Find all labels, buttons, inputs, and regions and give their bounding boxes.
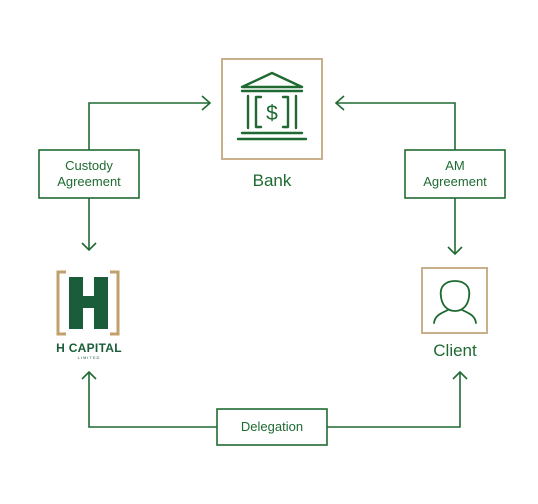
client-label: Client <box>433 341 477 360</box>
h-capital-label: H CAPITAL <box>56 341 122 355</box>
custody-line1: Custody <box>65 158 113 173</box>
custody-line2: Agreement <box>57 174 121 189</box>
delegation-box <box>216 408 328 446</box>
am-connector <box>334 95 463 256</box>
svg-text:$: $ <box>266 102 278 125</box>
am-line1: AM <box>445 158 465 173</box>
delegation-connector <box>81 370 468 428</box>
am-agreement-label: AM Agreement <box>405 158 505 190</box>
am-agreement-box <box>404 149 506 199</box>
custody-connector <box>81 95 212 252</box>
am-line2: Agreement <box>423 174 487 189</box>
custody-agreement-box <box>38 149 140 199</box>
h-capital-sublabel: LIMITED <box>61 355 117 360</box>
custody-agreement-label: Custody Agreement <box>39 158 139 190</box>
client-frame <box>421 267 488 334</box>
bank-frame <box>221 58 323 160</box>
person-silhouette-icon <box>433 280 477 324</box>
delegation-label: Delegation <box>240 419 304 434</box>
bank-icon: $ <box>236 71 308 141</box>
bank-label: Bank <box>252 171 292 190</box>
